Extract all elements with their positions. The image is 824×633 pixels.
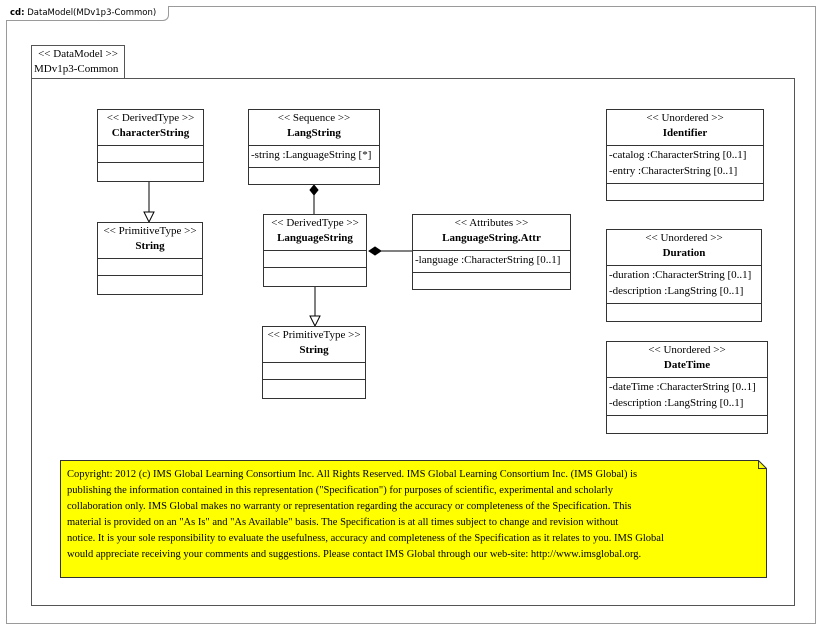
class-datetime[interactable]: << Unordered >> DateTime -dateTime :Char… — [606, 341, 768, 434]
package-stereotype: << DataModel >> — [38, 48, 118, 60]
attribute-compartment: -string :LanguageString [*] — [249, 146, 379, 168]
class-header: << Unordered >> Duration — [607, 230, 761, 266]
class-name: CharacterString — [111, 127, 190, 139]
attribute-compartment: -duration :CharacterString [0..1] -descr… — [607, 266, 761, 304]
note-line: Copyright: 2012 (c) IMS Global Learning … — [67, 469, 638, 480]
class-stereotype: << DerivedType >> — [271, 217, 359, 229]
operation-compartment — [249, 168, 379, 185]
attribute: -dateTime :CharacterString [0..1] — [609, 381, 756, 393]
class-stereotype: << Sequence >> — [277, 112, 351, 124]
diagram-frame — [6, 6, 816, 624]
class-languagestring[interactable]: << DerivedType >> LanguageString — [263, 214, 367, 287]
class-name: Duration — [662, 247, 706, 259]
class-languagestring-attr[interactable]: << Attributes >> LanguageString.Attr -la… — [412, 214, 571, 290]
note-folded-corner — [758, 460, 767, 469]
class-header: << DerivedType >> CharacterString — [98, 110, 203, 146]
class-header: << Unordered >> DateTime — [607, 342, 767, 378]
class-stereotype: << DerivedType >> — [106, 112, 195, 124]
package-tab[interactable]: << DataModel >> MDv1p3-Common — [31, 45, 125, 79]
class-stereotype: << Unordered >> — [645, 232, 723, 244]
generalization-arrowhead — [309, 315, 321, 328]
class-header: << PrimitiveType >> String — [263, 327, 365, 363]
package-name: MDv1p3-Common — [34, 63, 119, 75]
class-stereotype: << Unordered >> — [646, 112, 724, 124]
class-name: LanguageString.Attr — [442, 232, 541, 244]
class-stereotype: << Unordered >> — [648, 344, 726, 356]
class-characterstring[interactable]: << DerivedType >> CharacterString — [97, 109, 204, 182]
note-line: notice. It is your sole responsibility t… — [67, 533, 664, 545]
operation-compartment — [607, 304, 761, 321]
class-name: Identifier — [662, 127, 708, 139]
attribute-compartment — [98, 146, 203, 163]
attribute: -language :CharacterString [0..1] — [415, 254, 561, 266]
class-name: LanguageString — [277, 232, 353, 244]
generalization-arrowhead — [143, 211, 155, 224]
class-stereotype: << PrimitiveType >> — [267, 329, 361, 341]
note-text: Copyright: 2012 (c) IMS Global Learning … — [67, 467, 757, 564]
class-name: LangString — [287, 127, 341, 139]
class-string-primitive[interactable]: << PrimitiveType >> String — [262, 326, 366, 399]
attribute: -string :LanguageString [*] — [251, 149, 372, 161]
operation-compartment — [413, 273, 570, 290]
attribute: -entry :CharacterString [0..1] — [609, 165, 738, 177]
class-name: String — [299, 344, 329, 356]
attribute-compartment — [263, 363, 365, 380]
class-name: DateTime — [663, 359, 711, 371]
operation-compartment — [607, 416, 767, 433]
frame-title: DataModel(MDv1p3-Common) — [27, 8, 157, 18]
attribute-compartment: -language :CharacterString [0..1] — [413, 251, 570, 273]
operation-compartment — [98, 163, 203, 180]
attribute: -description :LangString [0..1] — [609, 285, 744, 297]
class-string-primitive[interactable]: << PrimitiveType >> String — [97, 222, 203, 295]
diagram-frame-label: cd: DataModel(MDv1p3-Common) — [6, 6, 170, 21]
attribute: -catalog :CharacterString [0..1] — [609, 149, 747, 161]
attribute: -duration :CharacterString [0..1] — [609, 269, 752, 281]
class-header: << Sequence >> LangString — [249, 110, 379, 146]
attribute-compartment — [264, 251, 366, 268]
attribute-compartment: -dateTime :CharacterString [0..1] -descr… — [607, 378, 767, 416]
note-background — [60, 460, 767, 578]
note-line: collaboration only. IMS Global makes no … — [67, 501, 632, 513]
class-header: << Unordered >> Identifier — [607, 110, 763, 146]
operation-compartment — [263, 380, 365, 397]
class-header: << DerivedType >> LanguageString — [264, 215, 366, 251]
operation-compartment — [264, 268, 366, 285]
attribute: -description :LangString [0..1] — [609, 397, 744, 409]
note-line: would appreciate receiving your comments… — [67, 549, 642, 561]
attribute-compartment: -catalog :CharacterString [0..1] -entry … — [607, 146, 763, 184]
attribute-compartment — [98, 259, 202, 276]
frame-kind: cd: — [10, 8, 25, 18]
composition-diamond — [309, 184, 319, 196]
copyright-note[interactable]: Copyright: 2012 (c) IMS Global Learning … — [60, 460, 767, 578]
class-name: String — [135, 240, 165, 252]
class-identifier[interactable]: << Unordered >> Identifier -catalog :Cha… — [606, 109, 764, 201]
class-header: << Attributes >> LanguageString.Attr — [413, 215, 570, 251]
operation-compartment — [98, 276, 202, 293]
class-stereotype: << PrimitiveType >> — [103, 225, 197, 237]
class-duration[interactable]: << Unordered >> Duration -duration :Char… — [606, 229, 762, 322]
note-line: publishing the information contained in … — [67, 485, 613, 497]
composition-diamond — [368, 246, 382, 256]
class-header: << PrimitiveType >> String — [98, 223, 202, 259]
note-shape — [60, 460, 767, 578]
operation-compartment — [607, 184, 763, 201]
class-stereotype: << Attributes >> — [454, 217, 529, 229]
note-line: material is provided on an "As Is" and "… — [67, 517, 619, 529]
class-langstring[interactable]: << Sequence >> LangString -string :Langu… — [248, 109, 380, 185]
